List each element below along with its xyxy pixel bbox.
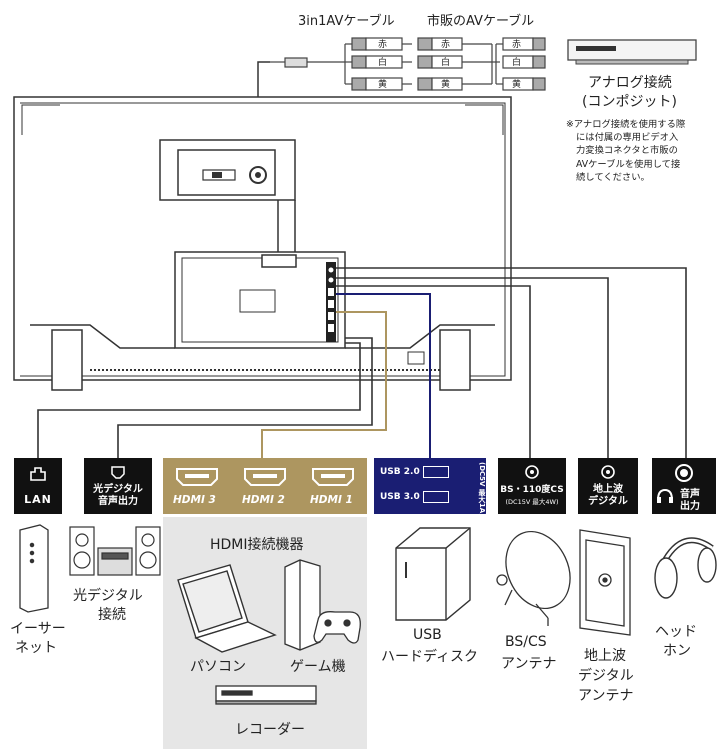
- hdmi1-icon: [312, 468, 354, 486]
- headphone-small-icon: [657, 488, 673, 503]
- analog-title-line1: アナログ接続: [588, 75, 672, 91]
- analog-note-line: には付属の専用ビデオ入: [576, 132, 679, 144]
- plug-yellow-2: 黄: [441, 80, 451, 90]
- coax-icon: [601, 465, 615, 479]
- analog-note-line: AVケーブルを使用して接: [576, 158, 681, 170]
- cable-bscs: [336, 285, 531, 458]
- optical-icon: [111, 466, 125, 479]
- router-icon: [19, 524, 49, 613]
- hdmi3-label: HDMI 3: [173, 494, 216, 506]
- game-label: ゲーム機: [290, 659, 346, 675]
- optical-device-label-1: 光デジタル: [73, 588, 143, 604]
- audio-system-icon: [69, 526, 161, 576]
- analog-title-line2: (コンポジット): [582, 94, 677, 110]
- analog-note-line: ※アナログ接続を使用する際: [566, 119, 686, 130]
- av-cable-3in1: [270, 37, 412, 91]
- recorder-label: レコーダー: [235, 722, 305, 738]
- bscs-device-label-1: BS/CS: [505, 634, 547, 650]
- usb-port-group: USB 2.0 USB 3.0 (DC5V 最大1A) 録画専用: [374, 458, 486, 547]
- usb30-slot-icon: [423, 491, 449, 503]
- plug-red-3: 赤: [512, 40, 522, 50]
- terrestrial-port-label-2: デジタル: [588, 496, 628, 507]
- usb30-label: USB 3.0: [380, 492, 420, 502]
- lan-port-label: LAN: [24, 493, 52, 506]
- terr-device-label-2: デジタル: [578, 668, 634, 684]
- cable-av-label: 市販のAVケーブル: [427, 14, 535, 29]
- laptop-icon: [177, 564, 277, 653]
- headphones-icon: [654, 537, 717, 599]
- cable-usb: [336, 293, 431, 458]
- analog-note: ※アナログ接続を使用する際 には付属の専用ビデオ入 力変換コネクタと市販の AV…: [566, 118, 716, 184]
- optical-device-label-2: 接続: [98, 607, 126, 623]
- terr-device-label-1: 地上波: [584, 648, 626, 664]
- usb20-slot-icon: [423, 466, 449, 478]
- av-cable-commercial: [417, 37, 546, 91]
- cable-lan: [37, 342, 361, 458]
- plug-white-1: 白: [378, 58, 388, 68]
- coax-icon: [525, 465, 539, 479]
- recorder-icon: [215, 685, 317, 705]
- analog-note-line: 力変換コネクタと市販の: [576, 145, 678, 157]
- audio-port-label-1: 音声: [680, 489, 700, 500]
- plug-yellow-1: 黄: [378, 80, 388, 90]
- plug-white-2: 白: [441, 58, 451, 68]
- hdmi2-icon: [244, 468, 286, 486]
- audio-jack-icon: [675, 464, 693, 482]
- analog-note-line: 続してください。: [576, 171, 650, 183]
- lan-port: LAN: [14, 458, 62, 514]
- usb-device-label-2: ハードディスク: [381, 649, 479, 665]
- bscs-port: BS・110度CS (DC15V 最大4W): [498, 458, 566, 514]
- plug-red-1: 赤: [378, 40, 388, 50]
- optical-port: 光デジタル 音声出力: [84, 458, 152, 514]
- plug-red-2: 赤: [441, 40, 451, 50]
- cable-terrestrial: [336, 277, 609, 458]
- lan-icon: [30, 467, 46, 481]
- ethernet-label-2: ネット: [15, 640, 57, 656]
- usb-hdd-icon: [395, 527, 471, 621]
- cable-hdmi: [261, 311, 387, 458]
- audio-out-port: 音声 出力: [652, 458, 716, 514]
- tv-back-panel: [13, 96, 512, 391]
- usb-device-label-1: USB: [413, 627, 442, 643]
- hdmi1-label: HDMI 1: [310, 494, 353, 506]
- hdmi-port-group: HDMI 3 HDMI 2 HDMI 1: [163, 458, 367, 514]
- headphone-label-1: ヘッド: [655, 624, 697, 640]
- satellite-dish-icon: [496, 530, 571, 626]
- hdmi3-icon: [176, 468, 218, 486]
- bscs-device-label-2: アンテナ: [501, 656, 557, 672]
- usb-note: (DC5V 最大1A) 録画専用: [478, 462, 486, 547]
- cable-optical: [117, 337, 373, 458]
- headphone-label-2: ホン: [663, 643, 691, 659]
- cable-3in1-label: 3in1AVケーブル: [298, 14, 395, 29]
- bscs-port-label-1: BS・110度CS: [500, 485, 564, 495]
- terrestrial-port: 地上波 デジタル: [578, 458, 638, 514]
- hdmi-group-label: HDMI接続機器: [210, 537, 304, 553]
- analog-player-icon: [567, 39, 697, 65]
- terr-device-label-3: アンテナ: [578, 688, 634, 704]
- wall-antenna-icon: [579, 529, 631, 636]
- tv-av-jack: [202, 166, 267, 184]
- ethernet-label-1: イーサー: [10, 621, 66, 637]
- game-console-icon: [284, 559, 361, 651]
- hdmi2-label: HDMI 2: [242, 494, 285, 506]
- optical-port-label-2: 音声出力: [98, 496, 138, 507]
- optical-port-label-1: 光デジタル: [93, 484, 143, 495]
- terrestrial-port-label-1: 地上波: [593, 484, 623, 495]
- plug-white-3: 白: [512, 58, 522, 68]
- pc-label: パソコン: [190, 659, 246, 675]
- bscs-port-label-2: (DC15V 最大4W): [505, 498, 559, 506]
- cable-audio: [336, 267, 687, 458]
- usb20-label: USB 2.0: [380, 467, 420, 477]
- tv-port-column: [326, 262, 336, 342]
- audio-port-label-2: 出力: [680, 501, 700, 512]
- plug-yellow-3: 黄: [512, 80, 522, 90]
